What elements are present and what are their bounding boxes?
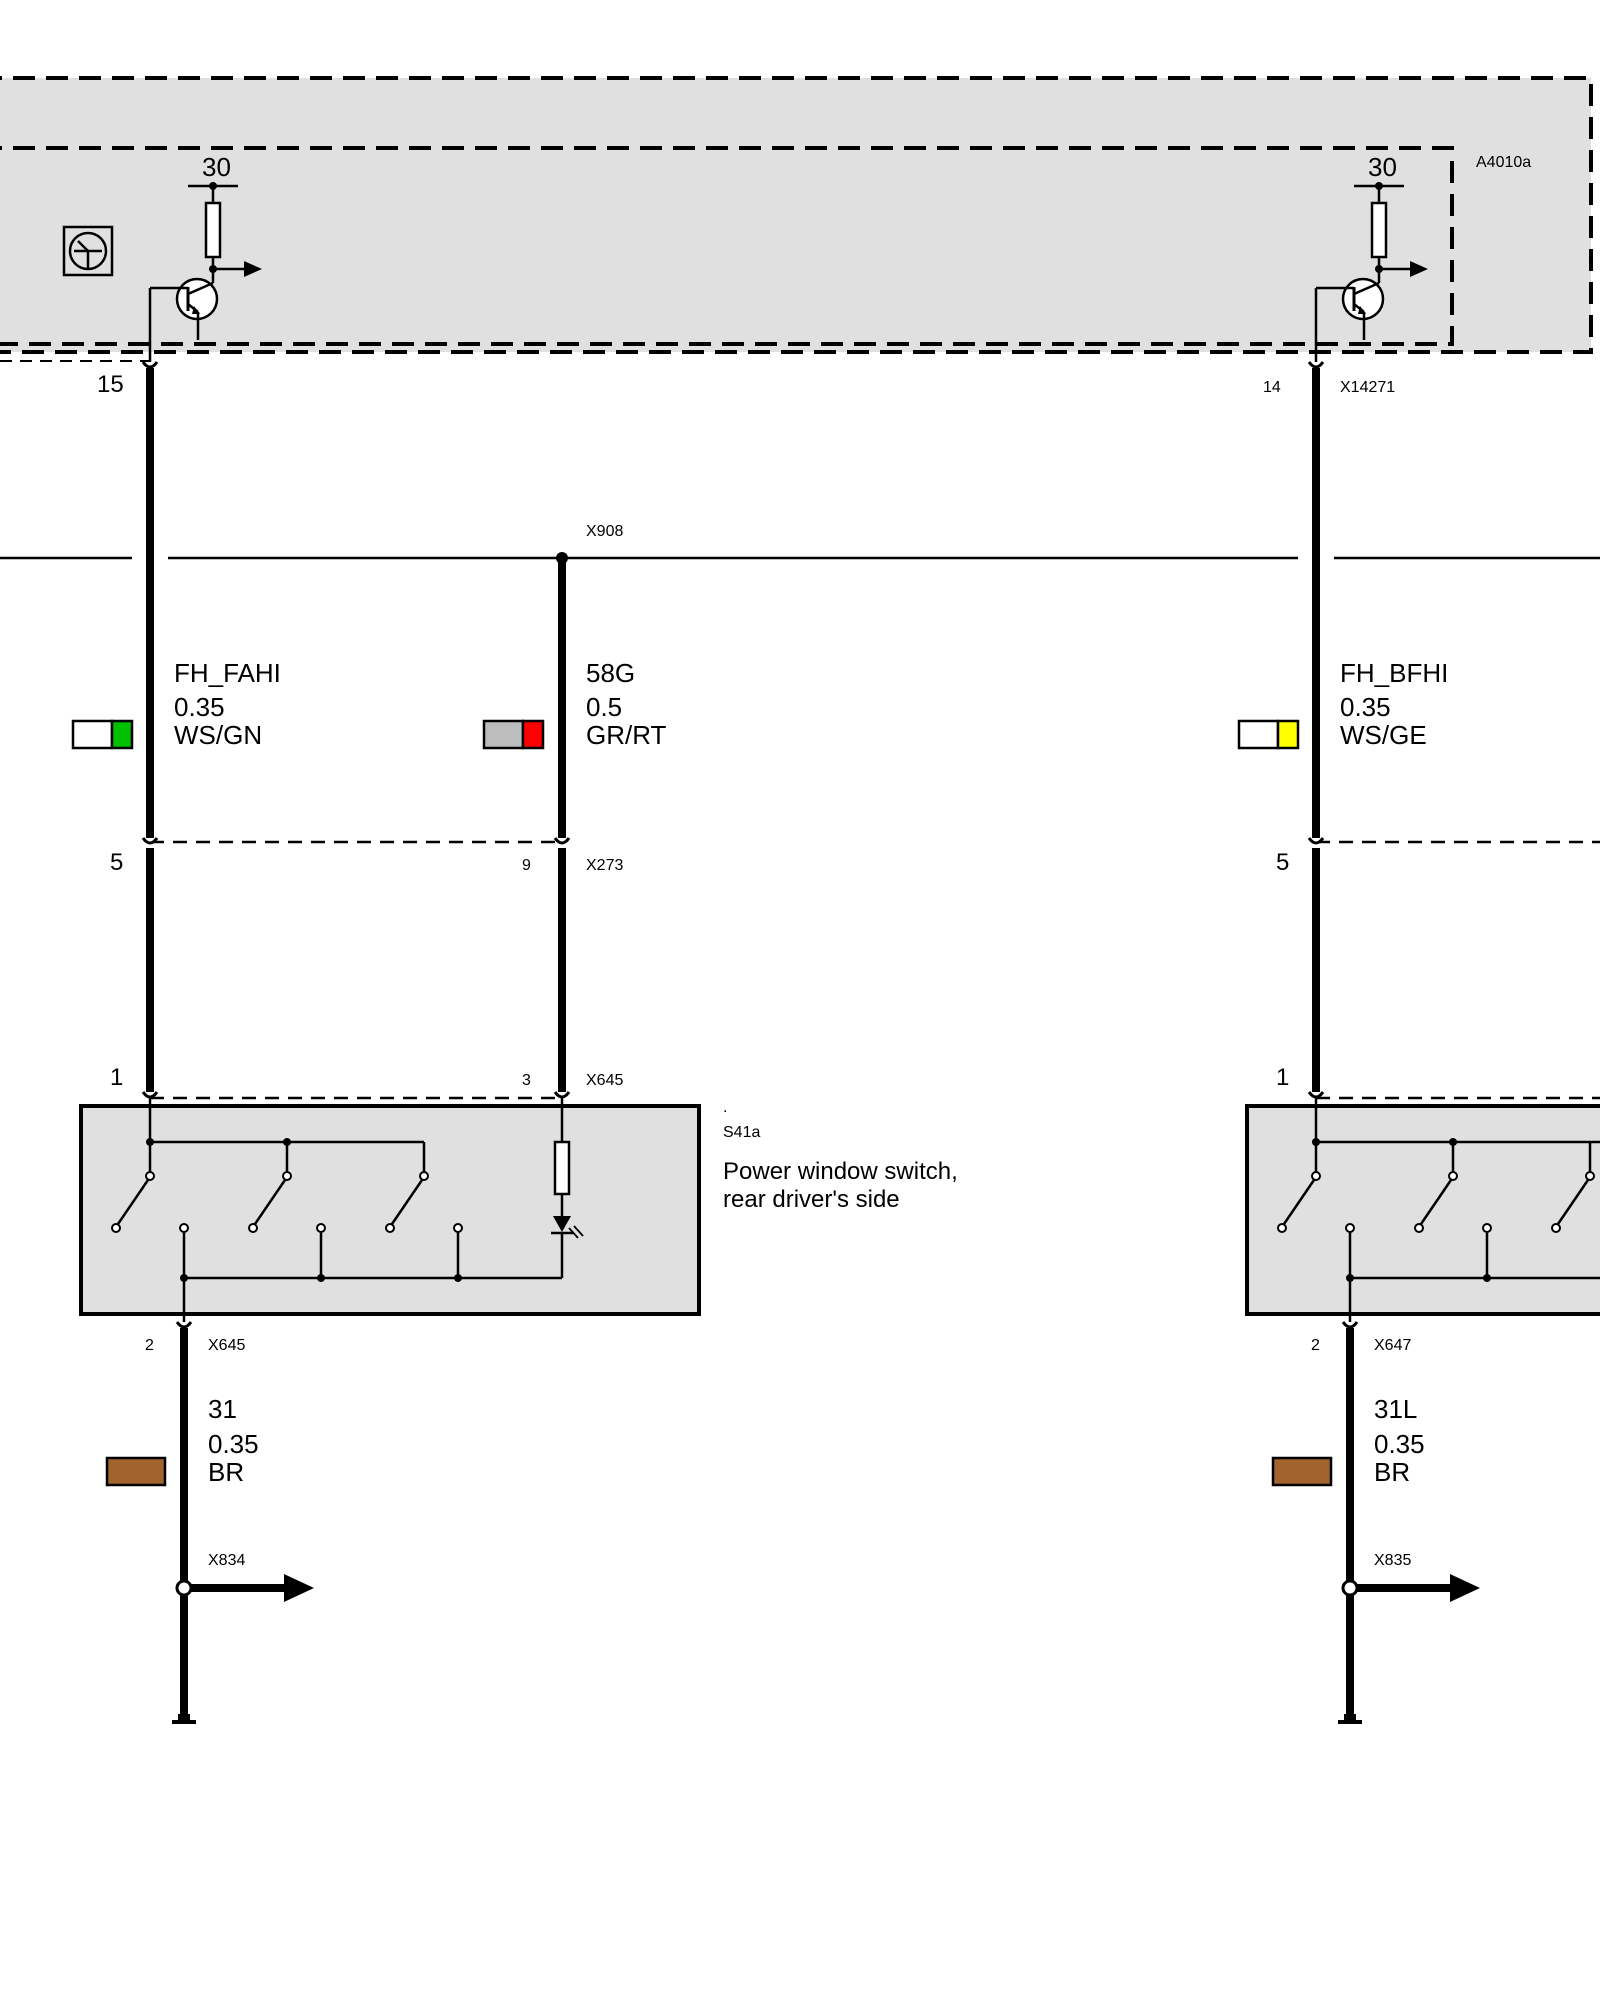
module-outer-box [0, 76, 1593, 354]
left-supply-pin-label: 30 [202, 152, 231, 182]
right-switch-contact-1-icon [1277, 1171, 1355, 1233]
s41a-bottom-connector-label: X645 [208, 1337, 245, 1354]
right-resistor [1370, 201, 1388, 259]
s41a-switch-contact-2-icon [248, 1171, 326, 1233]
module-inner-box [0, 146, 1454, 346]
ground-right-splice-label: X835 [1374, 1552, 1411, 1569]
s41a-top-connector-label: X645 [586, 1072, 623, 1089]
s41a-bottom-pin-label: 2 [145, 1337, 154, 1354]
connector-x273: 5 9 X273 5 [110, 837, 1600, 1092]
splice-x908-label: X908 [586, 523, 623, 540]
right-module-connector-label: X14271 [1340, 379, 1395, 396]
s41a-housing [79, 1104, 701, 1316]
s41a-top-pin-1-label: 1 [110, 1064, 123, 1091]
switch-right: 1 2 X [1245, 1064, 1600, 1354]
middle-wire-color-swatch [482, 719, 545, 750]
wires: FH_FAHI 0.35 WS/GN 58G 0.5 GR/RT FH_BFHI… [71, 368, 1448, 838]
left-resistor [204, 201, 222, 259]
ground-right-arrow-icon [1450, 1574, 1480, 1602]
ground-left-gauge: 0.35 [208, 1429, 259, 1459]
s41a-description-line2: rear driver's side [723, 1186, 900, 1213]
left-wire-color-swatch [71, 719, 134, 750]
left-output-arrow-icon [244, 261, 262, 277]
left-module-pin-label: 15 [97, 371, 124, 398]
s41a-switch-contact-1-icon [111, 1171, 189, 1233]
right-module-pin-label: 14 [1263, 379, 1281, 396]
right-output-stage: 30 [1314, 152, 1428, 362]
right-wire-name: FH_BFHI [1340, 658, 1448, 688]
diagnostic-icon [62, 225, 114, 277]
right-supply-pin-label: 30 [1368, 152, 1397, 182]
right-output-arrow-icon [1410, 261, 1428, 277]
left-wire-color: WS/GN [174, 720, 262, 750]
s41a-id-label: S41a [723, 1124, 760, 1141]
switch-s41a: 1 3 X645 [79, 1064, 958, 1354]
right-switch-top-pin-1-label: 1 [1276, 1064, 1289, 1091]
ground-right: 31L 0.35 BR X835 [1271, 1328, 1480, 1724]
left-wire-gauge: 0.35 [174, 692, 225, 722]
right-switch-bottom-connector-label: X647 [1374, 1337, 1411, 1354]
ground-right-symbol-icon [1338, 1714, 1362, 1724]
right-switch-contact-2-icon [1414, 1171, 1492, 1233]
right-wire-color: WS/GE [1340, 720, 1427, 750]
module-id-label: A4010a [1476, 154, 1531, 171]
left-output-stage: 30 [148, 152, 262, 362]
x273-middle-pin-label: 9 [522, 857, 531, 874]
ground-right-name: 31L [1374, 1394, 1417, 1424]
left-wire-name: FH_FAHI [174, 658, 281, 688]
x273-right-pin-label: 5 [1276, 849, 1289, 876]
middle-wire-name: 58G [586, 658, 635, 688]
ground-right-color: BR [1374, 1457, 1410, 1487]
right-switch-housing [1245, 1104, 1600, 1316]
middle-wire-color: GR/RT [586, 720, 667, 750]
splice-x908: X908 [0, 523, 1600, 564]
s41a-top-pin-3-label: 3 [522, 1072, 531, 1089]
x273-left-pin-label: 5 [110, 849, 123, 876]
ground-left-splice-label: X834 [208, 1552, 245, 1569]
ground-left-color-swatch [105, 1456, 167, 1487]
ground-left-arrow-icon [284, 1574, 314, 1602]
right-module-pin [1307, 361, 1325, 369]
s41a-dot: . [723, 1099, 727, 1116]
x273-connector-label: X273 [586, 857, 623, 874]
right-wire-gauge: 0.35 [1340, 692, 1391, 722]
right-wire-color-swatch [1237, 719, 1300, 750]
ground-right-gauge: 0.35 [1374, 1429, 1425, 1459]
left-module-pin [141, 361, 159, 369]
s41a-description-line1: Power window switch, [723, 1158, 958, 1185]
control-module: A4010a 30 [0, 76, 1593, 398]
s41a-resistor [553, 1140, 571, 1196]
ground-left: 31 0.35 BR X834 [105, 1328, 314, 1724]
ground-left-name: 31 [208, 1394, 237, 1424]
ground-right-color-swatch [1271, 1456, 1333, 1487]
s41a-switch-contact-3-icon [385, 1171, 463, 1233]
ground-left-color: BR [208, 1457, 244, 1487]
right-switch-bottom-pin-label: 2 [1311, 1337, 1320, 1354]
ground-left-symbol-icon [172, 1714, 196, 1724]
middle-wire-gauge: 0.5 [586, 692, 622, 722]
right-switch-contact-3-icon [1551, 1171, 1595, 1233]
